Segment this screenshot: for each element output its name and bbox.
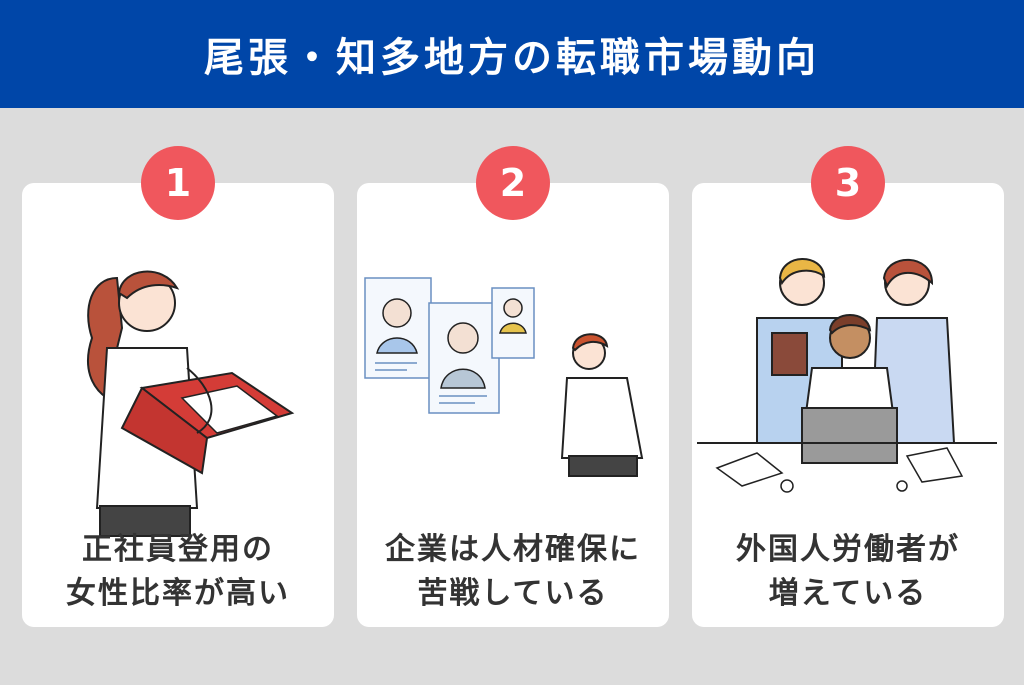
card-3-caption: 外国人労働者が 増えている bbox=[692, 528, 1004, 616]
card-3: 外国人労働者が 増えている bbox=[692, 183, 1004, 627]
card-3-caption-line1: 外国人労働者が bbox=[736, 532, 960, 567]
step-badge-3: 3 bbox=[811, 146, 885, 220]
step-badge-2: 2 bbox=[476, 146, 550, 220]
card-1: 正社員登用の 女性比率が高い bbox=[22, 183, 334, 627]
man-reviewing-profiles-illustration bbox=[364, 277, 644, 477]
step-badge-1: 1 bbox=[141, 146, 215, 220]
card-1-caption-line1: 正社員登用の bbox=[82, 532, 274, 567]
card-2: 企業は人材確保に 苦戦している bbox=[357, 183, 669, 627]
card-2-caption-line2: 苦戦している bbox=[417, 576, 609, 611]
card-2-caption: 企業は人材確保に 苦戦している bbox=[357, 528, 669, 616]
page-title: 尾張・知多地方の転職市場動向 bbox=[204, 35, 820, 81]
card-1-caption: 正社員登用の 女性比率が高い bbox=[22, 528, 334, 616]
card-3-caption-line2: 増えている bbox=[768, 576, 928, 611]
woman-reading-binder-illustration bbox=[87, 270, 295, 537]
page-header: 尾張・知多地方の転職市場動向 bbox=[0, 0, 1024, 108]
card-2-caption-line1: 企業は人材確保に bbox=[385, 532, 641, 567]
card-1-caption-line2: 女性比率が高い bbox=[66, 576, 290, 611]
team-at-laptop-illustration bbox=[697, 258, 997, 493]
